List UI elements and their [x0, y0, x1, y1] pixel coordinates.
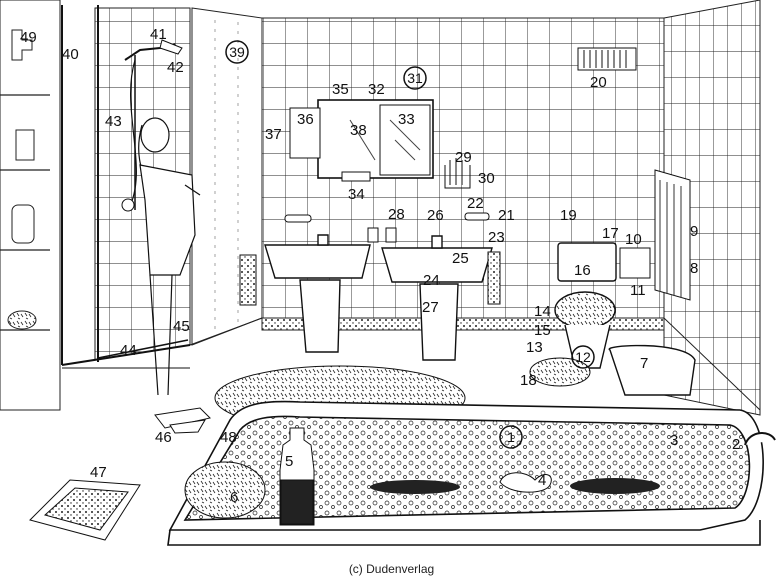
label-22: 22 — [467, 195, 484, 212]
label-46: 46 — [155, 429, 172, 446]
label-24: 24 — [423, 272, 440, 289]
label-34: 34 — [348, 186, 365, 203]
bidet — [608, 344, 696, 396]
washbasin-left — [264, 234, 371, 353]
label-6: 6 — [230, 489, 238, 506]
label-11: 11 — [630, 282, 646, 299]
label-20: 20 — [590, 74, 607, 91]
label-47: 47 — [90, 464, 107, 481]
toilet — [554, 242, 617, 369]
label-25: 25 — [452, 250, 469, 267]
label-38: 38 — [350, 122, 367, 139]
label-41: 41 — [150, 26, 167, 43]
label-circles — [225, 40, 595, 449]
mirror-cabinet — [289, 99, 434, 182]
label-2: 2 — [732, 436, 740, 453]
label-14: 14 — [534, 303, 551, 320]
label-8: 8 — [690, 260, 698, 277]
label-35: 35 — [332, 81, 349, 98]
label-33: 33 — [398, 111, 415, 128]
label-44: 44 — [120, 342, 137, 359]
label-29: 29 — [455, 149, 472, 166]
washbasin-right — [381, 235, 493, 361]
label-31: 31 — [407, 70, 423, 86]
label-36: 36 — [297, 111, 314, 128]
bathtub — [167, 400, 764, 546]
label-49: 49 — [20, 29, 37, 46]
label-26: 26 — [427, 207, 444, 224]
label-18: 18 — [520, 372, 537, 389]
number-labels: 1 2 3 4 5 6 7 8 9 10 11 12 13 14 15 16 1… — [20, 26, 740, 506]
label-15: 15 — [534, 322, 551, 339]
label-5: 5 — [285, 453, 293, 470]
label-39: 39 — [229, 44, 245, 60]
label-32: 32 — [368, 81, 385, 98]
label-45: 45 — [173, 318, 190, 335]
label-30: 30 — [478, 170, 495, 187]
woman-figure — [138, 117, 201, 396]
label-21: 21 — [498, 207, 515, 224]
copyright-caption: (c) Dudenverlag — [348, 562, 435, 576]
label-12: 12 — [575, 349, 591, 365]
label-23: 23 — [488, 229, 505, 246]
bath-oil-bottle — [279, 427, 315, 526]
label-40: 40 — [62, 46, 79, 63]
label-4: 4 — [538, 472, 546, 489]
bathroom-illustration: 1 2 3 4 5 6 7 8 9 10 11 12 13 14 15 16 1… — [0, 0, 776, 546]
label-17: 17 — [602, 225, 619, 242]
label-7: 7 — [640, 355, 648, 372]
label-37: 37 — [265, 126, 282, 143]
label-48: 48 — [220, 429, 237, 446]
bathroom-scale — [29, 479, 141, 541]
label-43: 43 — [105, 113, 122, 130]
label-9: 9 — [690, 223, 698, 240]
label-1: 1 — [507, 429, 515, 445]
label-16: 16 — [574, 262, 591, 279]
label-27: 27 — [422, 299, 439, 316]
label-13: 13 — [526, 339, 543, 356]
label-42: 42 — [167, 59, 184, 76]
label-10: 10 — [625, 231, 642, 248]
label-28: 28 — [388, 206, 405, 223]
label-19: 19 — [560, 207, 577, 224]
label-3: 3 — [670, 432, 678, 449]
